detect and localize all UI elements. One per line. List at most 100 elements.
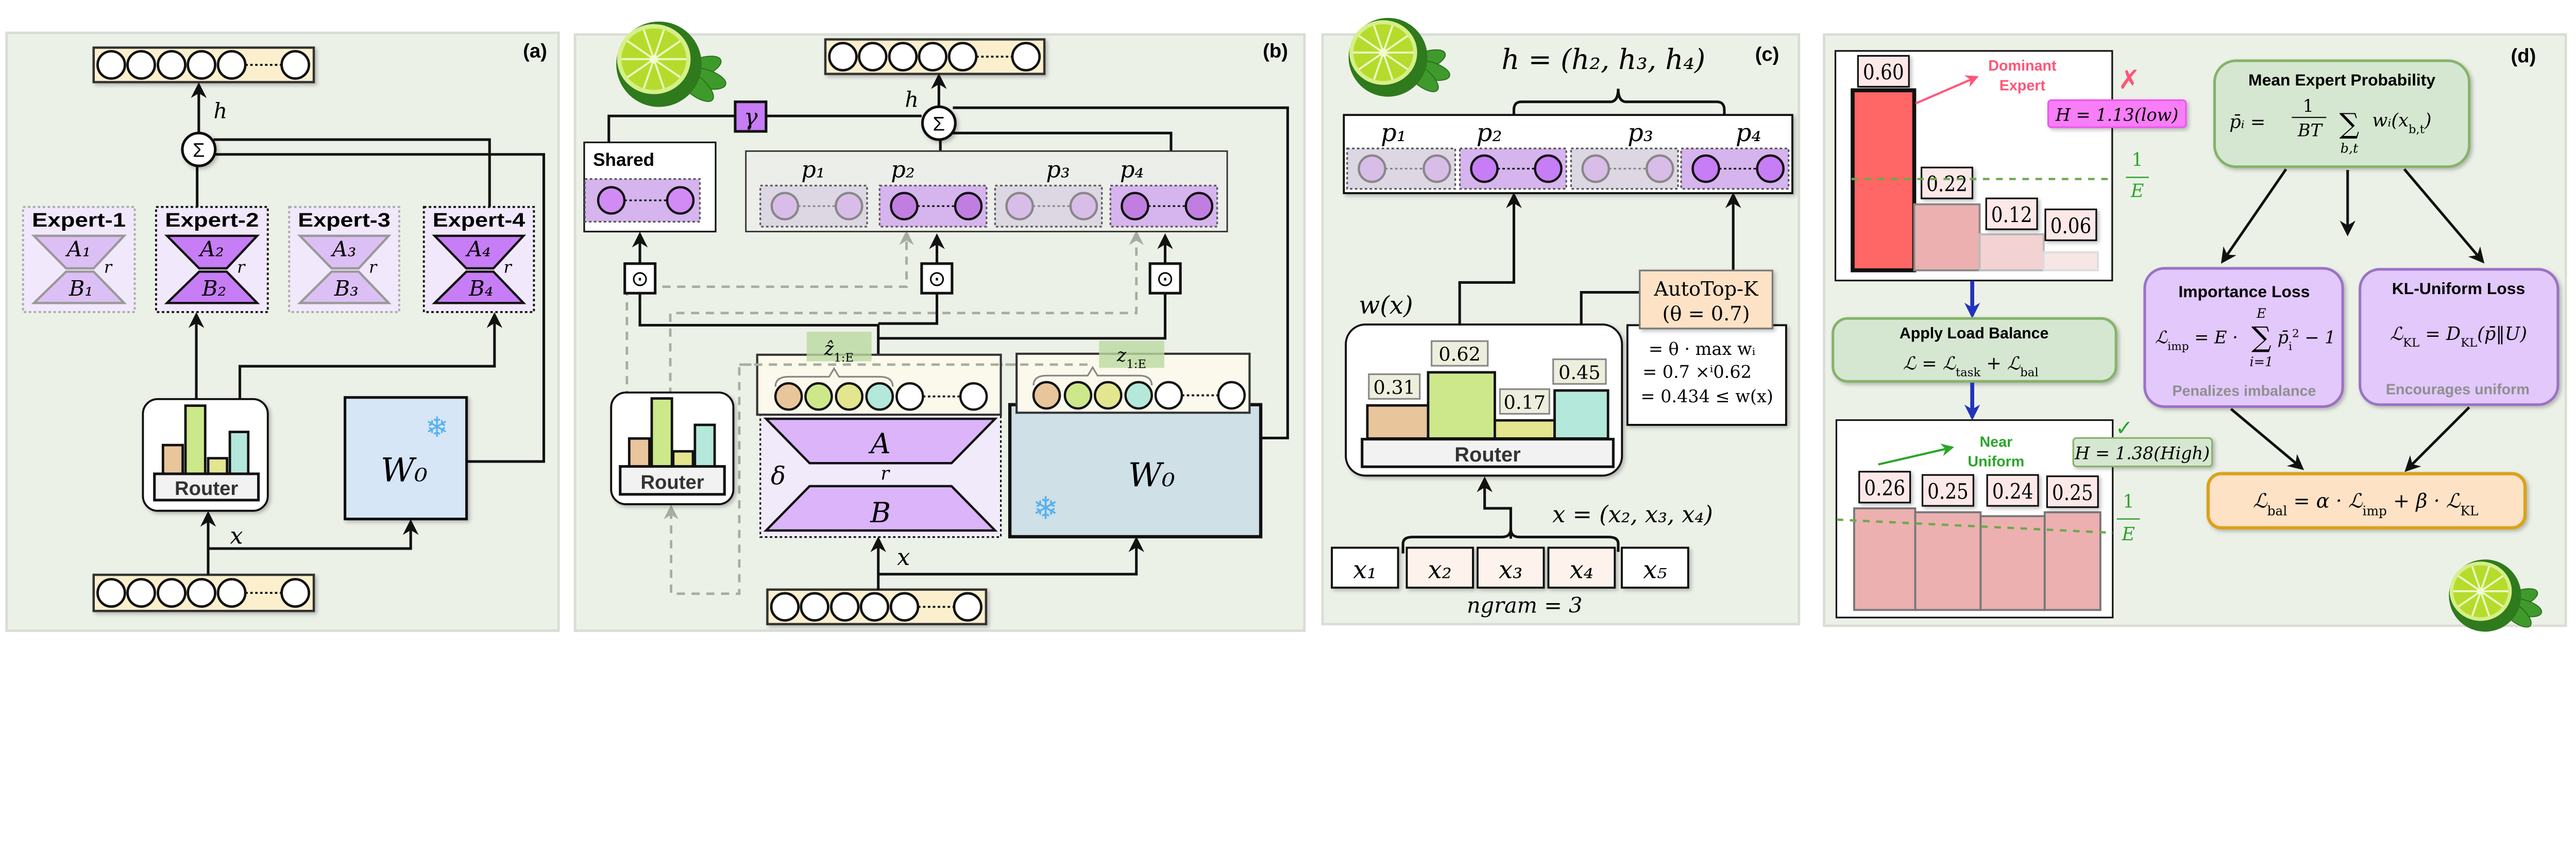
gate-p4-line: [878, 294, 1167, 340]
lora-a-matrix: [31, 234, 127, 270]
param-node: [835, 192, 863, 220]
formula-part: (p̄‖U): [2477, 323, 2527, 345]
probability-bar: [1978, 233, 2045, 271]
gate-1: ⊙: [623, 231, 657, 295]
formula-part: − 1: [2299, 327, 2336, 347]
partition-label: p₄: [1736, 119, 1761, 147]
check-icon: ✓: [2115, 416, 2133, 440]
formula-part: 1:E: [1126, 358, 1146, 371]
lime-logo: [1348, 18, 1450, 97]
lora-a-matrix: [164, 234, 260, 270]
z-label-bg: [1099, 340, 1164, 368]
threshold-numerator: 1: [2123, 491, 2134, 512]
token: [858, 42, 888, 72]
weight-token: [804, 382, 833, 411]
param-node: [1756, 154, 1785, 183]
gate-p2-line: [878, 294, 939, 325]
router-weight-bar-4: 0.45: [1552, 358, 1609, 440]
expert-title: Expert-4: [433, 209, 526, 231]
router-input-path-dashed: [664, 363, 1092, 595]
formula-part: 2: [2292, 327, 2299, 340]
w0-label: W₀: [381, 451, 428, 489]
param-node: [890, 192, 919, 220]
input-token-5: x₅: [1621, 546, 1689, 589]
lime-segment: [653, 29, 665, 60]
weight-token: [865, 382, 894, 411]
token-box: [1405, 546, 1474, 589]
probability-value-label: 0.26: [1864, 476, 1905, 501]
formula-part: = α · ℒ: [2287, 489, 2363, 512]
router-bar: [672, 450, 694, 468]
formula-part: task: [1956, 366, 1980, 379]
lime-segment: [2458, 575, 2482, 592]
lora-a-matrix: [763, 417, 998, 465]
entropy-high-badge: [2072, 437, 2213, 468]
kl-loss-title: KL-Uniform Loss: [2392, 279, 2526, 298]
param-node: [1691, 154, 1720, 183]
lime-segment: [2471, 591, 2482, 617]
token-label: x₃: [1499, 556, 1522, 584]
arrow: [2404, 406, 2470, 472]
token-box: [1331, 546, 1399, 589]
formula-part: bal: [2267, 503, 2287, 518]
experts: Expert-1A₁B₁rExpert-2A₂B₂rExpert-3A₃B₃rE…: [22, 206, 535, 313]
router-bar: [228, 431, 250, 475]
router-bar: [184, 404, 207, 475]
arrow: [2230, 408, 2304, 470]
expert-bar-2: 0.25: [1914, 474, 1982, 611]
rank-label: r: [369, 257, 378, 277]
probability-value-box: [1858, 471, 1911, 504]
router: Router: [142, 398, 269, 512]
weight-value-box: [1499, 388, 1550, 415]
load-balance-formula: ℒ = ℒtask + ℒbal: [1903, 353, 2039, 379]
param-node: [770, 192, 800, 220]
expert-bar-3: 0.24: [1979, 474, 2046, 611]
h-label: h: [214, 99, 228, 124]
formula-part: imp: [2167, 340, 2189, 353]
router-label-box: [619, 465, 726, 496]
weight-value-label: 0.45: [1558, 362, 1601, 384]
probability-bar: [2043, 511, 2102, 611]
moe-lora-figure: (a) h Σ Expert-1A₁B₁rExpert-2A₂B₂rExpert…: [5, 18, 2567, 632]
rank-label: r: [104, 257, 113, 277]
weight-token: [1094, 381, 1123, 410]
rank-label: r: [503, 257, 512, 277]
panel-label: (d): [2511, 45, 2536, 67]
token: [770, 592, 800, 622]
sum-icon: Σ: [933, 113, 945, 135]
token: [187, 50, 217, 80]
router-bar: [628, 437, 651, 468]
calc-line-1: = θ · max wᵢ: [1649, 339, 1756, 359]
ngram-label: ngram = 3: [1467, 593, 1582, 618]
expert-bar-1: 0.26: [1853, 471, 1917, 611]
a-label: A₃: [330, 236, 357, 261]
lime-segment: [627, 58, 655, 78]
calc-line-2: = 0.7 ×ⁱ0.62: [1642, 362, 1752, 382]
lime-segment: [653, 40, 681, 60]
probability-value-box: [1985, 197, 2038, 230]
dominant-expert-label: Dominant: [1988, 58, 2057, 74]
router-label: Router: [1454, 443, 1520, 466]
token: [187, 578, 217, 608]
threshold-calc-box: [1626, 324, 1787, 426]
probability-value-label: 0.24: [1992, 479, 2033, 504]
lora-a-matrix: [297, 234, 392, 270]
weight-value-label: 0.17: [1504, 391, 1546, 414]
x-formula: x = (x₂, x₃, x₄): [1552, 501, 1713, 528]
probability-value-label: 0.60: [1863, 60, 1904, 85]
formula-part: bal: [2020, 366, 2038, 379]
token: [126, 578, 156, 608]
weight-bar: [1494, 419, 1556, 440]
lime-segment: [1382, 52, 1409, 71]
formula-part: + β · ℒ: [2387, 489, 2461, 512]
probability-bar: [1913, 203, 1981, 271]
formula-part: ẑ: [824, 338, 834, 359]
balance-loss-box: [2206, 472, 2527, 530]
probability-value-box: [2046, 475, 2099, 508]
weight-bar: [1427, 371, 1496, 440]
importance-loss-box: [2143, 267, 2344, 408]
gate-box: [1148, 262, 1182, 295]
